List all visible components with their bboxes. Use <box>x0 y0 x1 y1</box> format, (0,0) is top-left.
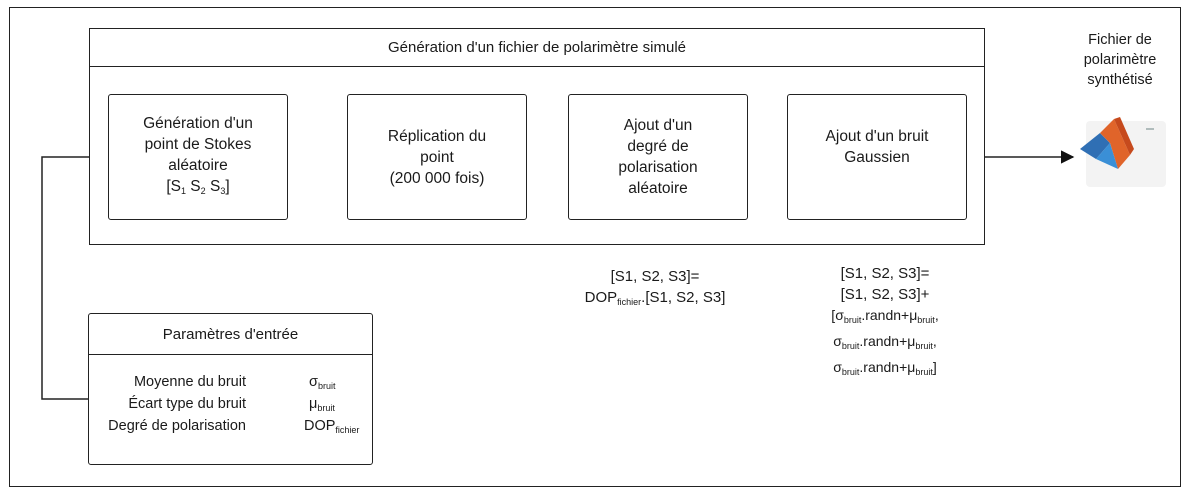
noise-formula: [S1, S2, S3]= [S1, S2, S3]+ [σbruit.rand… <box>790 263 980 383</box>
input-parameters-box: Paramètres d'entrée Moyenne du bruit σbr… <box>88 313 373 465</box>
param-label-mean: Moyenne du bruit <box>133 374 246 390</box>
param-symbol-mean: σbruit <box>309 374 336 391</box>
dop-formula-line-1: [S1, S2, S3]= <box>610 268 700 285</box>
step-add-noise: Ajout d'un bruit Gaussien <box>787 94 967 220</box>
step-2-line-1: Réplication du <box>387 127 487 145</box>
param-label-dop: Degré de polarisation <box>108 418 246 434</box>
noise-formula-row-2: σbruit.randn+μbruit, <box>833 333 937 351</box>
step-1-line-2: point de Stokes <box>144 135 252 153</box>
dop-formula: [S1, S2, S3]= DOPfichier.[S1, S2, S3] <box>555 266 755 313</box>
diagram-frame <box>9 7 1181 487</box>
step-3-line-3: polarisation <box>618 159 698 176</box>
noise-formula-line-1: [S1, S2, S3]= <box>840 265 930 282</box>
input-parameters-title: Paramètres d'entrée <box>89 314 372 355</box>
step-4-line-1: Ajout d'un bruit <box>825 128 929 145</box>
step-1-line-1: Génération d'un <box>143 114 253 132</box>
step-replication: Réplication du point (200 000 fois) <box>347 94 527 220</box>
param-symbol-std: μbruit <box>309 396 335 413</box>
simulation-block-title: Génération d'un fichier de polarimètre s… <box>90 29 984 67</box>
param-label-std: Écart type du bruit <box>128 396 246 412</box>
step-2-line-3: (200 000 fois) <box>389 169 485 187</box>
step-2-line-2: point <box>420 148 454 166</box>
param-symbol-dop: DOPfichier <box>304 418 360 435</box>
step-1-vector: [S1 S2 S3] <box>166 177 230 196</box>
step-3-line-4: aléatoire <box>628 180 688 197</box>
dop-formula-line-2: DOPfichier.[S1, S2, S3] <box>584 289 726 307</box>
input-feedback-line <box>41 150 110 400</box>
noise-formula-row-3: σbruit.randn+μbruit] <box>833 359 937 377</box>
step-add-polarization: Ajout d'un degré de polarisation aléatoi… <box>568 94 748 220</box>
output-label: Fichier de polarimètre synthétisé <box>1083 32 1157 88</box>
noise-formula-row-1: [σbruit.randn+μbruit, <box>831 307 939 325</box>
matlab-icon <box>1068 115 1168 190</box>
step-3-line-1: Ajout d'un <box>623 117 693 134</box>
step-1-line-3: aléatoire <box>168 156 228 174</box>
step-generate-stokes: Génération d'un point de Stokes aléatoir… <box>108 94 288 220</box>
step-3-line-2: degré de <box>627 138 689 155</box>
noise-formula-line-2: [S1, S2, S3]+ <box>840 286 930 303</box>
step-4-line-2: Gaussien <box>844 149 910 166</box>
